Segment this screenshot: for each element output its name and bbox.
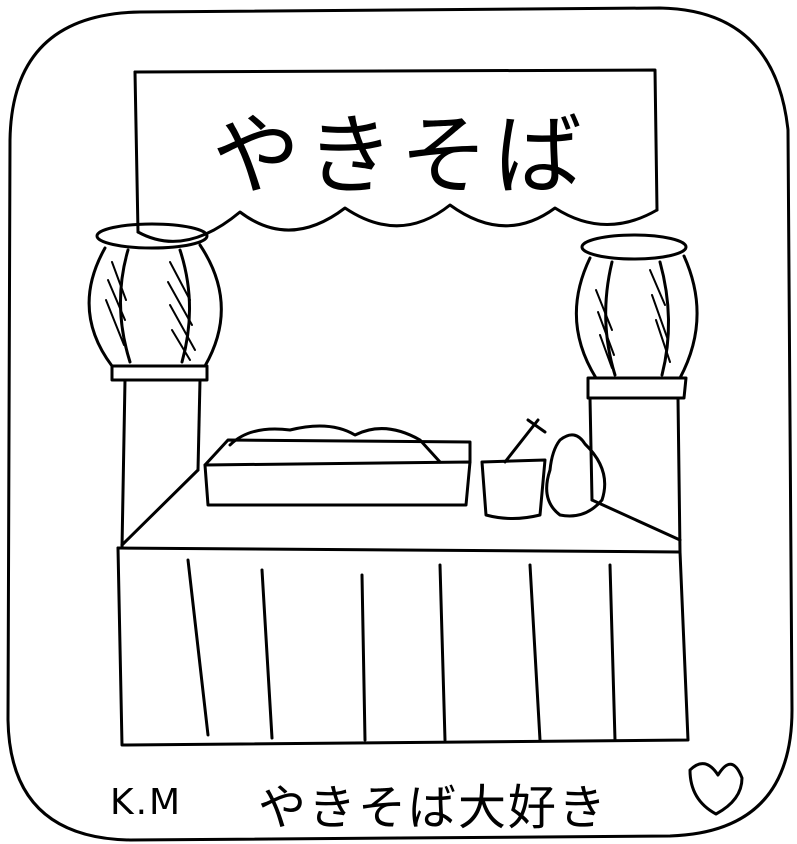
sauce-cup [480, 418, 547, 520]
left-post [120, 378, 127, 550]
ingredient-bag [545, 433, 607, 518]
left-post-inner [196, 378, 202, 472]
right-post [676, 396, 682, 554]
heart-icon [688, 762, 744, 816]
sign-banner [133, 68, 659, 212]
left-lantern [87, 222, 223, 382]
counter-front [116, 546, 690, 747]
frame [6, 6, 794, 842]
right-lantern [574, 233, 699, 400]
caption-message: やきそば大好き [258, 780, 609, 836]
sign-text: やきそば [211, 104, 588, 207]
sign-scalloped-edge [136, 203, 659, 243]
sign-left-edge [133, 70, 140, 234]
counter-top [116, 468, 682, 554]
counter-slats [186, 558, 617, 742]
noodle-tray [203, 424, 472, 507]
author-initials: K.M [110, 782, 183, 823]
